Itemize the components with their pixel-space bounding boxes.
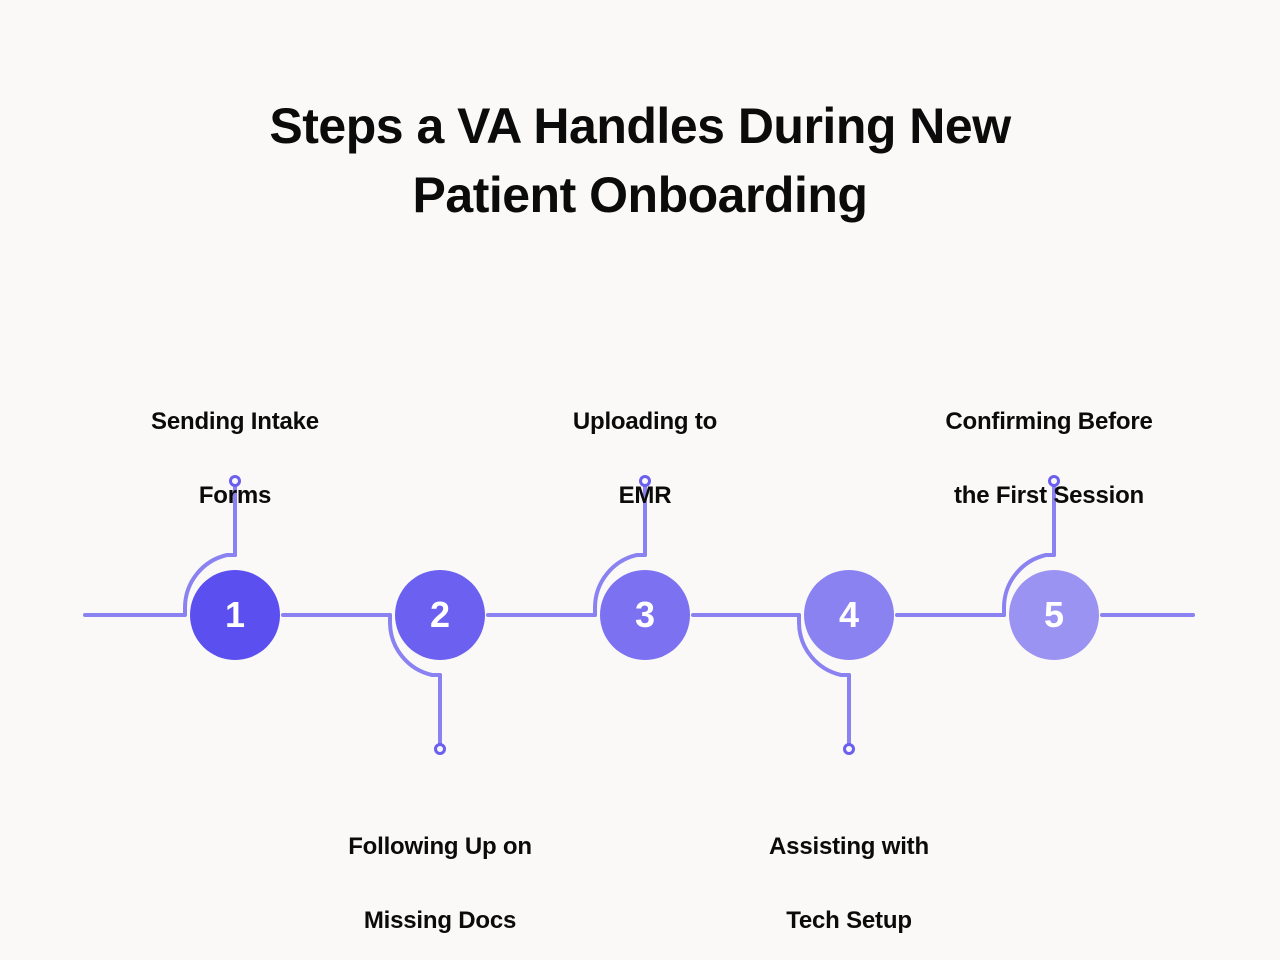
step-node-2[interactable]: 2 xyxy=(395,570,485,660)
endpoint-dot-step-2 xyxy=(434,743,446,755)
step-label-2-line-2: Missing Docs xyxy=(363,907,517,934)
step-label-2-line-1: Following Up on xyxy=(348,833,532,860)
step-label-1-line-1: Sending Intake xyxy=(151,408,319,435)
step-label-3: Uploading to EMR xyxy=(495,366,795,514)
step-label-1: Sending Intake Forms xyxy=(85,366,385,514)
step-label-2: Following Up on Missing Docs xyxy=(290,791,590,939)
step-label-4: Assisting with Tech Setup xyxy=(699,791,999,939)
step-number-5: 5 xyxy=(1043,594,1065,635)
page-title-line-1: Steps a VA Handles During New xyxy=(269,98,1011,154)
step-label-3-line-2: EMR xyxy=(618,482,672,509)
endpoint-dot-step-4 xyxy=(843,743,855,755)
step-node-3[interactable]: 3 xyxy=(600,570,690,660)
step-number-2: 2 xyxy=(429,594,451,635)
step-node-4[interactable]: 4 xyxy=(804,570,894,660)
step-label-3-line-1: Uploading to xyxy=(572,408,718,435)
step-label-1-line-2: Forms xyxy=(198,482,272,509)
step-node-1[interactable]: 1 xyxy=(190,570,280,660)
step-label-5-line-2: the First Session xyxy=(954,482,1144,509)
step-number-3: 3 xyxy=(634,594,656,635)
step-number-4: 4 xyxy=(838,594,860,635)
step-label-4-line-2: Tech Setup xyxy=(786,907,912,934)
step-node-5[interactable]: 5 xyxy=(1009,570,1099,660)
page-title: Steps a VA Handles During New Patient On… xyxy=(0,92,1280,230)
step-number-1: 1 xyxy=(224,594,246,635)
step-label-4-line-1: Assisting with xyxy=(769,833,929,860)
page-title-line-2: Patient Onboarding xyxy=(412,167,868,223)
step-label-5-line-1: Confirming Before xyxy=(945,408,1153,435)
step-label-5: Confirming Before the First Session xyxy=(899,366,1199,514)
